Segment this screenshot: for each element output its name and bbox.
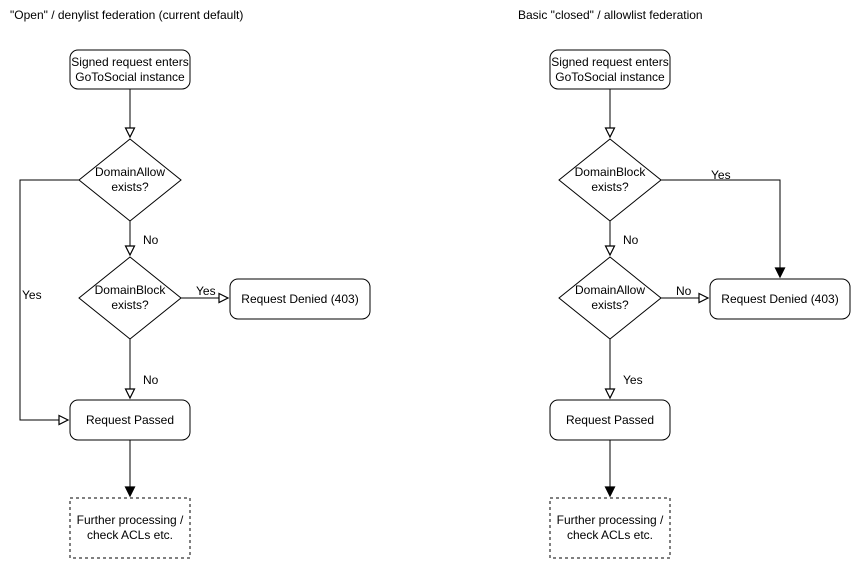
right-decision1-line1: DomainBlock [574, 165, 646, 179]
right-start-line1: Signed request enters [551, 54, 669, 69]
left-passed-label: Request Passed [85, 412, 175, 427]
left-decision2-line2: exists? [111, 298, 149, 312]
right-edge-decision1-yes [661, 179, 786, 279]
right-start-node [549, 49, 671, 90]
left-further-line1: Further processing / [76, 513, 184, 527]
right-further-line1: Further processing / [556, 513, 664, 527]
left-decision1-node [78, 138, 182, 222]
right-decision2-yes-label: Yes [623, 373, 643, 387]
left-edge-decision1-yes-loop [19, 179, 79, 426]
left-decision2-node [78, 256, 182, 340]
right-decision2-line2: exists? [591, 298, 629, 312]
left-diagram-title: "Open" / denylist federation (current de… [10, 8, 244, 22]
left-start-line2: GoToSocial instance [75, 69, 185, 84]
left-denied-node [229, 278, 371, 320]
right-decision1-yes-label: Yes [711, 168, 731, 182]
right-passed-label: Request Passed [565, 412, 655, 427]
right-further-node [549, 497, 671, 559]
right-denied-node [709, 278, 851, 320]
left-denied-label: Request Denied (403) [241, 291, 359, 306]
left-decision1-label: DomainAllow exists? [79, 139, 181, 221]
left-decision2-no-label: No [143, 373, 159, 387]
left-decision2-label: DomainBlock exists? [79, 257, 181, 339]
left-start-label: Signed request enters GoToSocial instanc… [70, 50, 190, 89]
right-passed-node [549, 399, 671, 441]
left-decision1-no-label: No [143, 233, 159, 247]
left-decision1-line2: exists? [111, 180, 149, 194]
right-decision1-node [558, 138, 662, 222]
right-decision2-line1: DomainAllow [574, 283, 646, 297]
left-further-label: Further processing / check ACLs etc. [70, 498, 190, 558]
right-start-line2: GoToSocial instance [555, 69, 665, 84]
right-decision1-no-label: No [623, 233, 639, 247]
left-decision1-line1: DomainAllow [94, 165, 166, 179]
right-decision2-label: DomainAllow exists? [559, 257, 661, 339]
right-denied-label: Request Denied (403) [721, 291, 839, 306]
left-decision2-yes-label: Yes [196, 284, 216, 298]
left-start-line1: Signed request enters [71, 54, 189, 69]
right-further-label: Further processing / check ACLs etc. [550, 498, 670, 558]
left-start-node [69, 49, 191, 90]
left-passed-node [69, 399, 191, 441]
right-diagram-title: Basic "closed" / allowlist federation [518, 8, 703, 22]
left-further-node [69, 497, 191, 559]
left-decision2-line1: DomainBlock [94, 283, 166, 297]
right-decision2-no-label: No [676, 284, 692, 298]
left-further-line2: check ACLs etc. [86, 528, 174, 542]
right-further-line2: check ACLs etc. [566, 528, 654, 542]
right-decision1-label: DomainBlock exists? [559, 139, 661, 221]
right-decision1-line2: exists? [591, 180, 629, 194]
right-decision2-node [558, 256, 662, 340]
right-start-label: Signed request enters GoToSocial instanc… [550, 50, 670, 89]
left-decision1-yes-label: Yes [22, 288, 42, 302]
